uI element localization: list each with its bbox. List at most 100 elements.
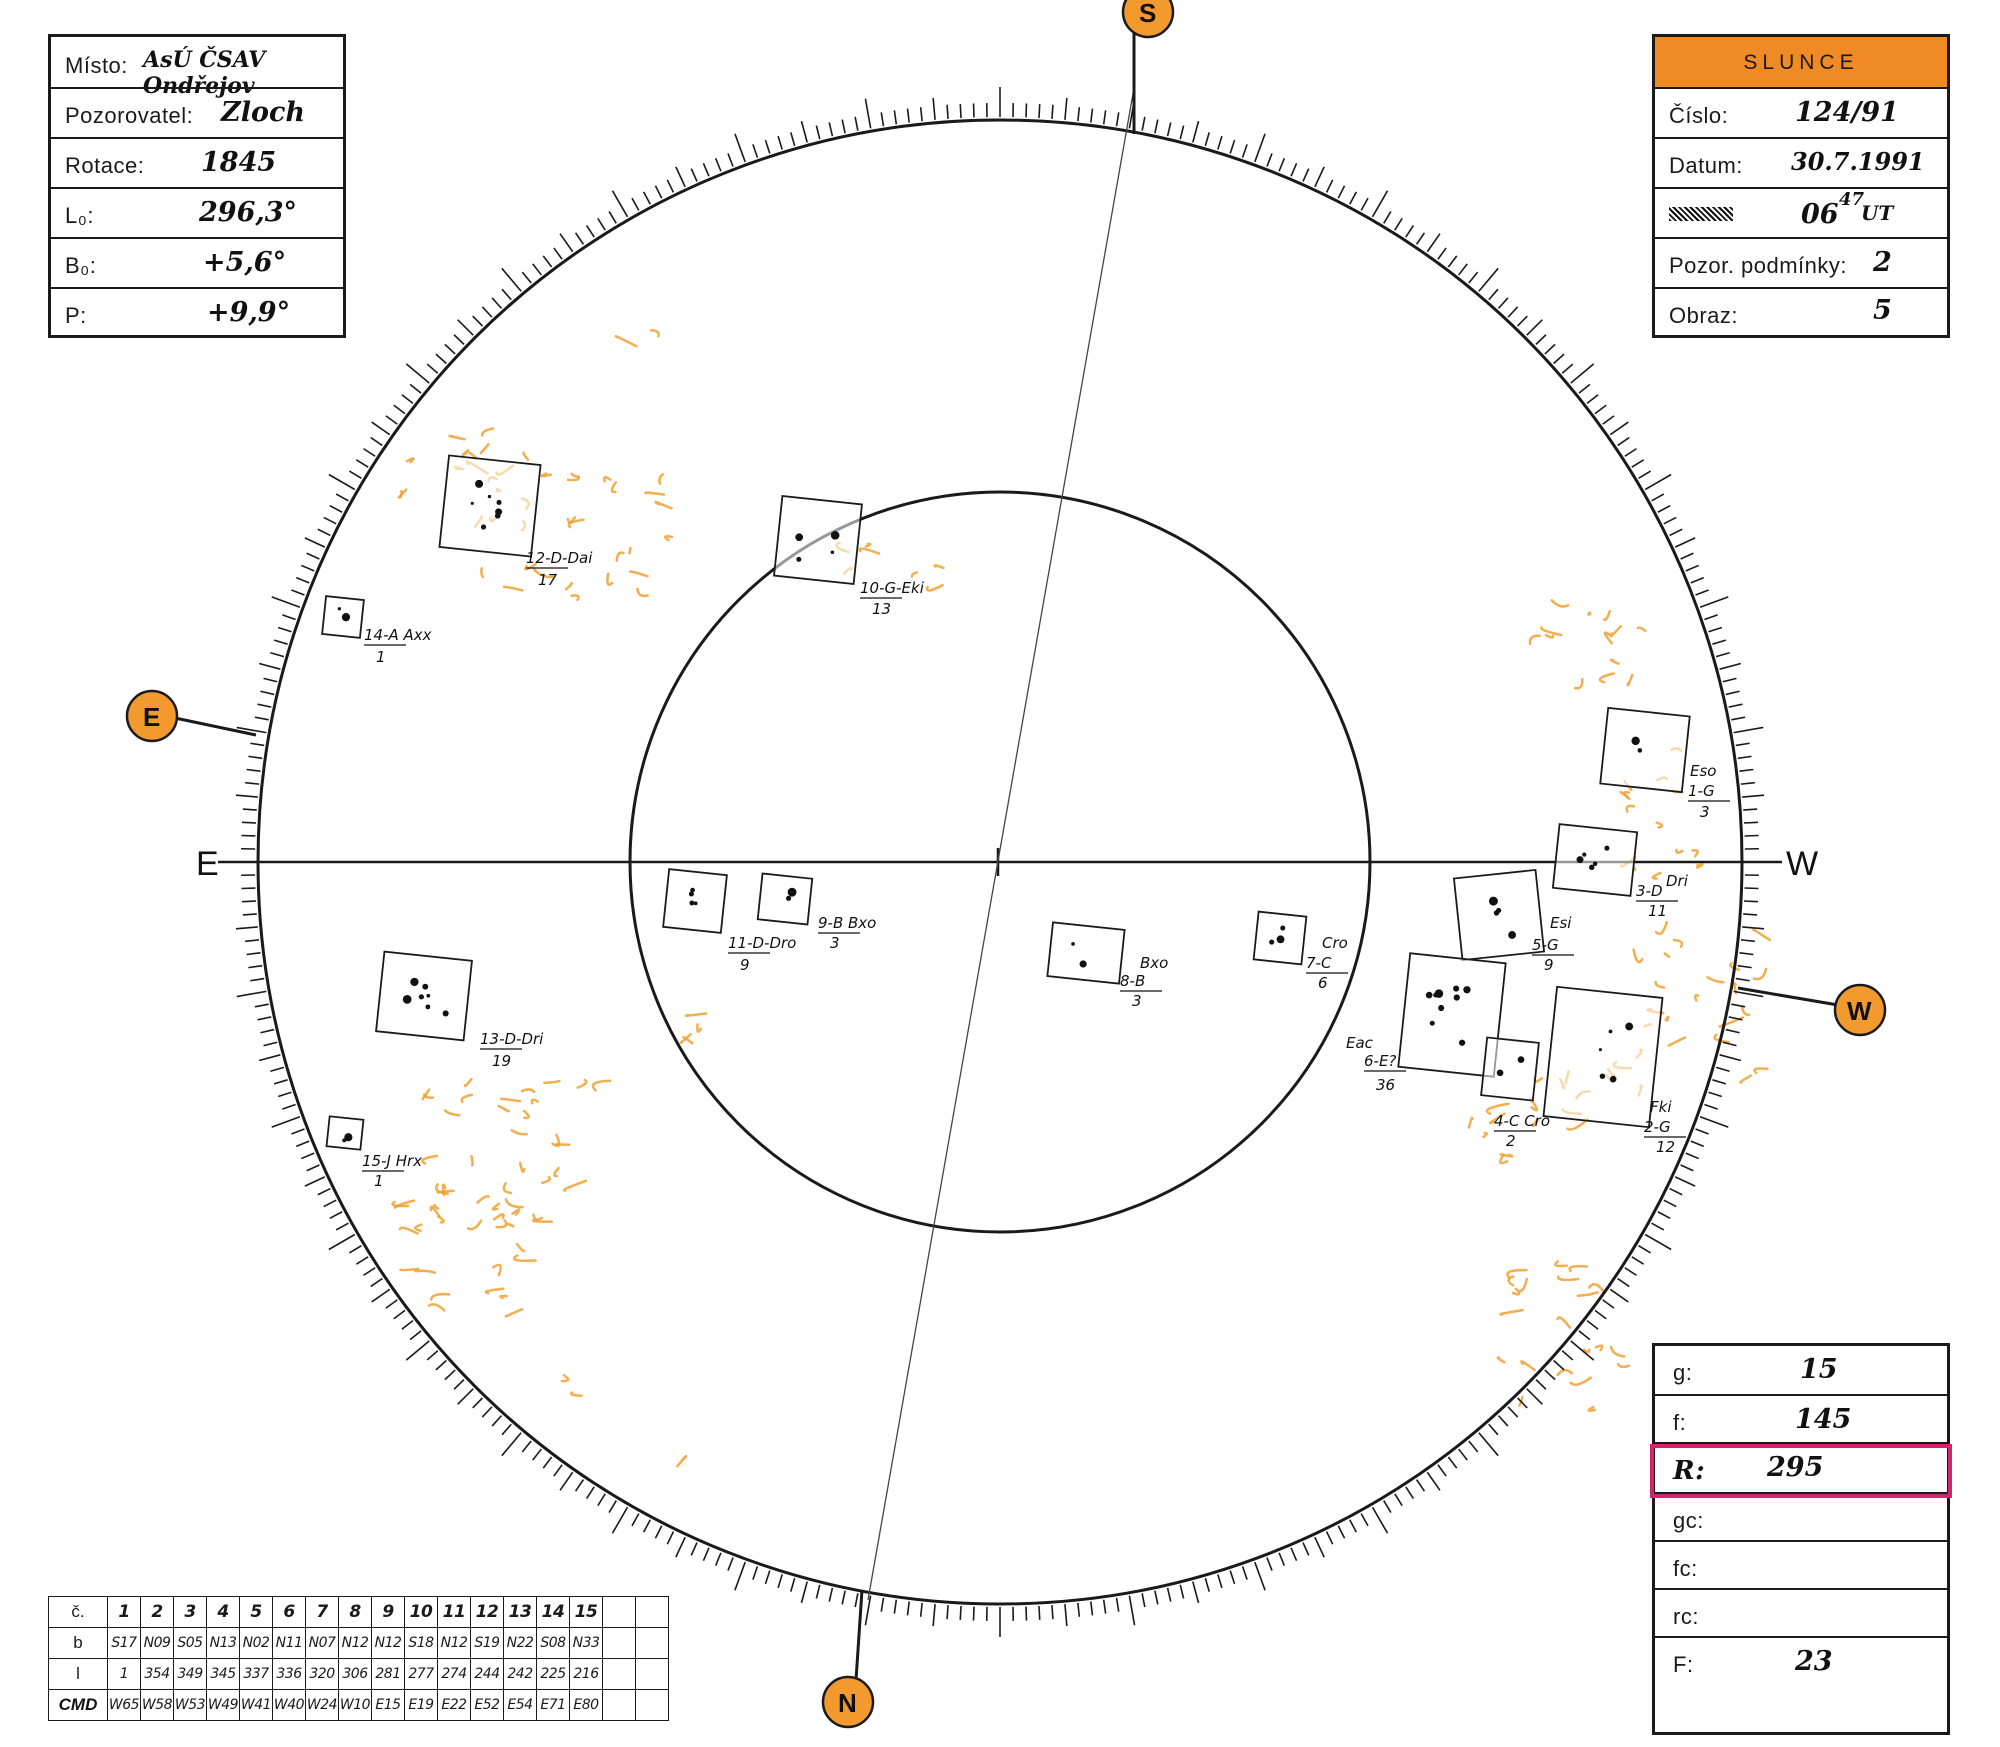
scale-tick: [1594, 1309, 1607, 1320]
scale-tick: [1617, 436, 1630, 447]
scale-tick: [277, 626, 292, 633]
scale-tick: [371, 1288, 391, 1303]
scale-tick: [1302, 168, 1310, 182]
scale-tick: [1719, 662, 1742, 670]
scale-tick: [585, 1486, 595, 1499]
group-count: 2: [1506, 1132, 1516, 1150]
scale-tick: [1715, 652, 1730, 658]
scale-tick: [1699, 1116, 1729, 1128]
scale-tick: [1638, 470, 1652, 479]
sunspot: [785, 895, 792, 901]
facula-stroke: [1540, 626, 1563, 637]
scale-tick: [1229, 1570, 1236, 1585]
scale-tick: [642, 1519, 651, 1533]
scale-tick: [1544, 1369, 1556, 1381]
scale-tick: [777, 1574, 783, 1589]
facula-stroke: [564, 582, 573, 591]
scale-tick: [1669, 1187, 1683, 1196]
fc-label: fc:: [1673, 1556, 1698, 1581]
facula-stroke: [1594, 1344, 1604, 1352]
table-cell: 337: [239, 1658, 273, 1690]
facula-stroke: [1573, 677, 1584, 690]
scale-tick: [574, 1479, 585, 1492]
table-cell: 349: [173, 1658, 207, 1690]
F-label: F:: [1673, 1652, 1694, 1677]
scale-tick: [1337, 185, 1346, 199]
scale-tick: [254, 1003, 269, 1008]
scale-tick: [1266, 153, 1273, 167]
group-frame: [1480, 1036, 1540, 1102]
time-scribble-icon: [1669, 207, 1733, 221]
north-pointer-line: [854, 1589, 864, 1681]
scale-tick: [1570, 1340, 1595, 1361]
scale-tick: [270, 652, 285, 658]
scale-tick: [631, 1513, 640, 1527]
facula-stroke: [566, 516, 577, 524]
scale-tick: [1337, 1525, 1346, 1539]
group-frame: [1599, 706, 1691, 794]
axis-letter-west: W: [1786, 845, 1818, 883]
table-cell: W65: [107, 1689, 141, 1721]
scale-tick: [906, 1601, 911, 1616]
scale-tick: [1478, 267, 1499, 292]
scale-tick: [1415, 1479, 1426, 1492]
time-zone: UT: [1861, 201, 1894, 225]
scale-tick: [654, 1525, 663, 1539]
scale-tick: [329, 1211, 343, 1220]
scale-tick: [254, 716, 269, 721]
scale-tick: [1651, 1222, 1665, 1231]
scale-tick: [1278, 157, 1286, 172]
group-count: 19: [492, 1052, 511, 1070]
scale-tick: [1731, 716, 1746, 721]
facula-stroke: [603, 476, 612, 483]
facula-stroke: [499, 1294, 509, 1300]
table-cell: 277: [404, 1658, 438, 1690]
sunspot: [1434, 989, 1444, 998]
rotace-label: Rotace:: [65, 153, 145, 178]
scale-tick: [1743, 808, 1758, 811]
scale-tick: [348, 470, 362, 479]
scale-tick: [1731, 1003, 1746, 1008]
scale-tick: [932, 1604, 936, 1627]
facula-stroke: [1587, 1405, 1597, 1412]
facula-stroke: [562, 1179, 588, 1192]
scale-tick: [553, 1464, 563, 1477]
group-count: 9: [1544, 956, 1554, 974]
facula-stroke: [1556, 1316, 1572, 1329]
scale-tick: [1383, 1500, 1392, 1514]
scale-tick: [348, 1245, 362, 1254]
scale-tick: [1302, 1542, 1310, 1556]
scale-tick: [370, 1277, 383, 1288]
pozorovatel-label: Pozorovatel:: [65, 103, 194, 128]
sunspot: [1276, 935, 1285, 944]
scale-tick: [1737, 964, 1752, 969]
scale-tick: [1631, 1256, 1645, 1265]
sunspot: [418, 994, 424, 1000]
scale-tick: [282, 1103, 296, 1110]
group-label: 5-G: [1532, 936, 1559, 954]
sunspot: [487, 494, 492, 499]
facula-stroke: [436, 1189, 455, 1194]
facula-stroke: [448, 434, 466, 441]
group-frame: [1397, 952, 1507, 1078]
scale-tick: [727, 1557, 734, 1571]
scale-tick: [1739, 768, 1754, 773]
podminky-label: Pozor. podmínky:: [1669, 253, 1847, 278]
scale-tick: [1704, 1103, 1718, 1110]
table-cell: E80: [569, 1689, 603, 1721]
table-cell: 274: [437, 1658, 471, 1690]
slunce-title: SLUNCE: [1743, 51, 1859, 74]
scale-tick: [1447, 255, 1458, 268]
scale-tick: [1609, 421, 1629, 436]
scale-tick: [946, 1605, 949, 1620]
scale-tick: [666, 179, 675, 193]
sunspot: [1438, 1004, 1445, 1012]
scale-tick: [1290, 1547, 1298, 1561]
scale-tick: [815, 125, 821, 140]
facula-stroke: [414, 1269, 437, 1275]
